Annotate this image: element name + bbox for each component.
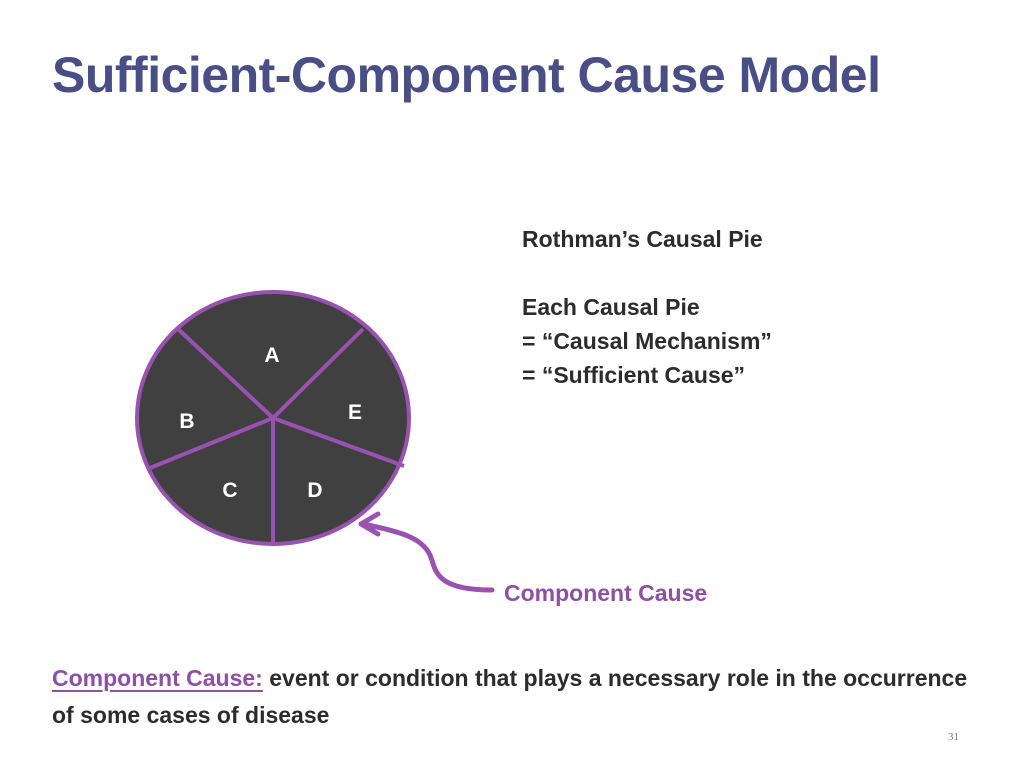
info-line-2: = “Causal Mechanism” <box>522 328 772 354</box>
pie-segment-label-e: E <box>348 401 362 424</box>
pointer-label: Component Cause <box>504 580 707 606</box>
definition-term: Component Cause: <box>52 665 263 691</box>
info-spacer <box>522 256 772 290</box>
pie-segment-label-a: A <box>264 344 279 367</box>
pointer-arrow-shaft <box>360 521 495 593</box>
info-heading: Rothman’s Causal Pie <box>522 226 763 252</box>
pie-segment-label-d: D <box>307 479 322 502</box>
causal-pie-info: Rothman’s Causal Pie Each Causal Pie = “… <box>522 222 772 392</box>
page-number: 31 <box>948 731 959 743</box>
component-cause-pointer: Component Cause <box>358 511 707 606</box>
pointer-arrowhead-icon <box>358 511 381 537</box>
pie-divider-a-b <box>175 326 275 420</box>
definition-text: event or condition that plays a necessar… <box>52 665 968 728</box>
slide-title: Sufficient-Component Cause Model <box>52 47 881 103</box>
pie-divider-a-e <box>271 327 365 420</box>
pie-divider-e-d <box>272 416 405 468</box>
causal-pie: A E D C B <box>135 290 411 546</box>
info-line-1: Each Causal Pie <box>522 294 700 320</box>
pie-segment-label-b: B <box>179 410 194 433</box>
pie-segment-label-c: C <box>222 479 237 502</box>
info-line-3: = “Sufficient Cause” <box>522 362 746 388</box>
pie-divider-c-b <box>149 416 274 470</box>
component-cause-definition: Component Cause: event or condition that… <box>52 660 982 734</box>
